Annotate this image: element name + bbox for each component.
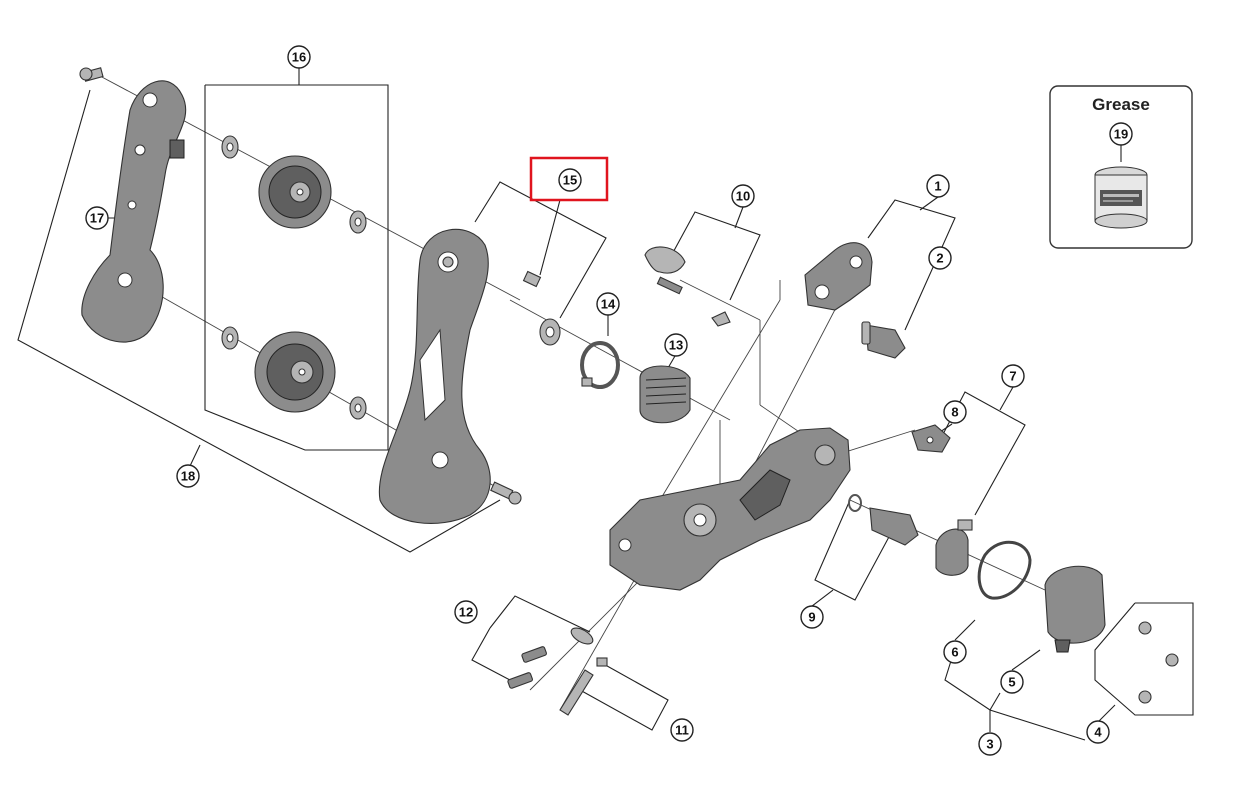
grease-box: Grease: [1049, 85, 1193, 249]
callout-12-label: 12: [459, 605, 473, 620]
callout-16: 16: [287, 45, 311, 69]
stroke-adjust-screws-part: [507, 627, 594, 689]
callout-14: 14: [596, 292, 620, 316]
callout-14-label: 14: [601, 297, 616, 312]
callout-6-label: 6: [951, 645, 958, 660]
stabilizer-unit-part: [935, 519, 973, 576]
callout-9: 9: [800, 605, 824, 629]
leader-brackets: [17, 68, 1194, 741]
callout-2: 2: [928, 246, 952, 270]
callout-12: 12: [454, 600, 478, 624]
outer-cage-plate-part: [81, 80, 187, 343]
callout-8: 8: [943, 400, 967, 424]
cable-guide-part: [644, 246, 731, 327]
callout-16-label: 16: [292, 50, 306, 65]
callout-13: 13: [664, 333, 688, 357]
b-axle-unit-part: [804, 242, 873, 311]
grease-jar-icon: [1094, 166, 1148, 229]
adjusting-bolt-unit-part: [911, 424, 951, 453]
link-pin-part: [559, 657, 608, 716]
callout-8-label: 8: [951, 405, 958, 420]
cage-screw-top-part: [79, 67, 104, 82]
callout-7-label: 7: [1009, 369, 1016, 384]
callout-6: 6: [943, 640, 967, 664]
callout-15-label: 15: [563, 173, 577, 188]
callout-19: 19: [1109, 122, 1133, 146]
callout-1: 1: [926, 174, 950, 198]
callout-17-label: 17: [90, 211, 104, 226]
seal-ring-part: [977, 540, 1032, 600]
callout-3: 3: [978, 732, 1002, 756]
callout-11: 11: [670, 718, 694, 742]
callout-5-label: 5: [1008, 675, 1015, 690]
cage-screw-bottom-part: [490, 481, 522, 505]
callout-10: 10: [731, 184, 755, 208]
callout-2-label: 2: [936, 251, 943, 266]
callout-10-label: 10: [736, 189, 750, 204]
grease-title: Grease: [1092, 95, 1150, 114]
derailleur-main-body-part: [609, 427, 851, 591]
cage-pin-and-washer-part: [522, 270, 561, 346]
tension-spring-part: [639, 365, 691, 424]
callout-13-label: 13: [669, 338, 683, 353]
callout-11-label: 11: [675, 723, 689, 738]
callout-18: 18: [176, 464, 200, 488]
pulley-set-part: [221, 135, 367, 420]
callout-4: 4: [1086, 720, 1110, 744]
inner-cage-plate-part: [378, 228, 491, 524]
callout-3-label: 3: [986, 737, 993, 752]
callout-17: 17: [85, 206, 109, 230]
callout-7: 7: [1001, 364, 1025, 388]
highlight-box: [529, 156, 609, 202]
callout-15: 15: [558, 168, 582, 192]
callout-18-label: 18: [181, 469, 195, 484]
cover-screws-part: [1138, 621, 1179, 704]
callout-5: 5: [1000, 670, 1024, 694]
b-axle-bolt-part: [861, 321, 906, 359]
stabilizer-cover-part: [1044, 565, 1106, 653]
callout-4-label: 4: [1094, 725, 1102, 740]
callout-1-label: 1: [934, 179, 941, 194]
snap-ring-part: [580, 341, 620, 389]
callout-9-label: 9: [808, 610, 815, 625]
callout-19-label: 19: [1114, 127, 1128, 142]
link-axle-part: [848, 494, 919, 546]
